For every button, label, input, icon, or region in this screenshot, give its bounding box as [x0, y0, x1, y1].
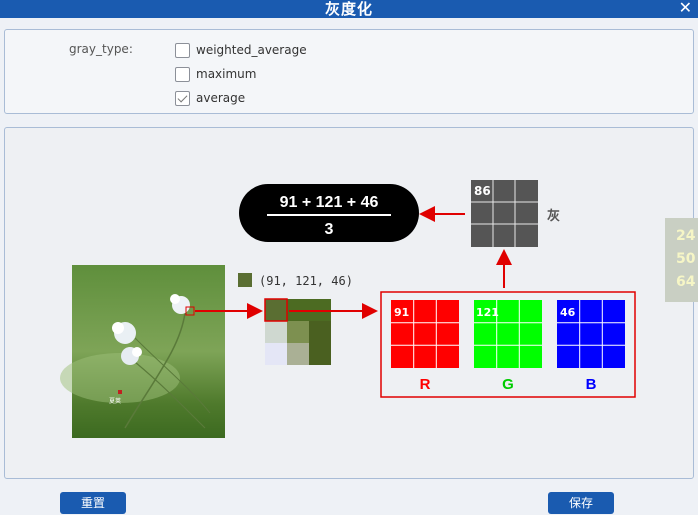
- channel-g-grid: 121: [474, 300, 542, 368]
- formula-denominator: 3: [325, 221, 334, 238]
- channel-b-letter: B: [586, 376, 597, 393]
- maximum-label[interactable]: maximum: [196, 67, 257, 81]
- pixel-cell: [309, 321, 331, 343]
- close-icon[interactable]: ✕: [678, 0, 692, 17]
- pixel-cell: [309, 343, 331, 365]
- side-info-badge: 24 50 64: [665, 218, 698, 302]
- gray-type-label: gray_type:: [69, 42, 133, 56]
- channel-b-grid: 46: [557, 300, 625, 368]
- channel-g-value: 121: [476, 306, 499, 319]
- side-badge-line-1: 24: [676, 228, 696, 244]
- pixel-cell: [265, 343, 287, 365]
- window-title: 灰度化: [324, 0, 373, 18]
- option-average[interactable]: average: [175, 90, 245, 106]
- reset-button[interactable]: 重置: [60, 492, 126, 514]
- side-badge-line-3: 64: [676, 274, 696, 290]
- weighted-average-label[interactable]: weighted_average: [196, 43, 307, 57]
- gray-result-grid: 86: [471, 180, 538, 247]
- channel-b-value: 46: [560, 306, 576, 319]
- pixel-cell: [287, 321, 309, 343]
- diagram-panel: 91 + 121 + 46 3 86 灰: [4, 127, 694, 479]
- average-checkbox[interactable]: [175, 90, 190, 106]
- formula-pill: 91 + 121 + 46 3: [239, 184, 419, 242]
- gray-type-options: gray_type: weighted_average maximum aver…: [4, 29, 694, 114]
- save-button[interactable]: 保存: [548, 492, 614, 514]
- side-badge-line-2: 50: [676, 251, 696, 267]
- channel-r-value: 91: [394, 306, 409, 319]
- gray-value: 86: [474, 184, 491, 198]
- pixel-grid: [265, 299, 331, 365]
- channel-r-letter: R: [420, 376, 431, 393]
- average-label[interactable]: average: [196, 91, 246, 105]
- pixel-label: (91, 121, 46): [259, 274, 353, 288]
- flower-photo: 夏荚: [60, 265, 225, 438]
- photo-caption: 夏荚: [109, 397, 121, 405]
- weighted-average-checkbox[interactable]: [175, 42, 190, 58]
- formula-numerator: 91 + 121 + 46: [280, 194, 379, 211]
- title-bar: 灰度化 ✕: [0, 0, 698, 18]
- pixel-cell: [287, 343, 309, 365]
- option-maximum[interactable]: maximum: [175, 66, 256, 82]
- selected-pixel-outline: [264, 298, 288, 322]
- gray-label: 灰: [547, 208, 560, 224]
- pixel-cell: [265, 299, 287, 321]
- maximum-checkbox[interactable]: [175, 66, 190, 82]
- pixel-cell: [265, 321, 287, 343]
- pixel-swatch: [238, 273, 252, 287]
- grayscale-diagram: 91 + 121 + 46 3 86 灰: [60, 180, 636, 438]
- channels-box: [380, 291, 636, 398]
- option-weighted-average[interactable]: weighted_average: [175, 42, 307, 58]
- channel-g-letter: G: [502, 376, 514, 393]
- channel-r-grid: 91: [391, 300, 459, 368]
